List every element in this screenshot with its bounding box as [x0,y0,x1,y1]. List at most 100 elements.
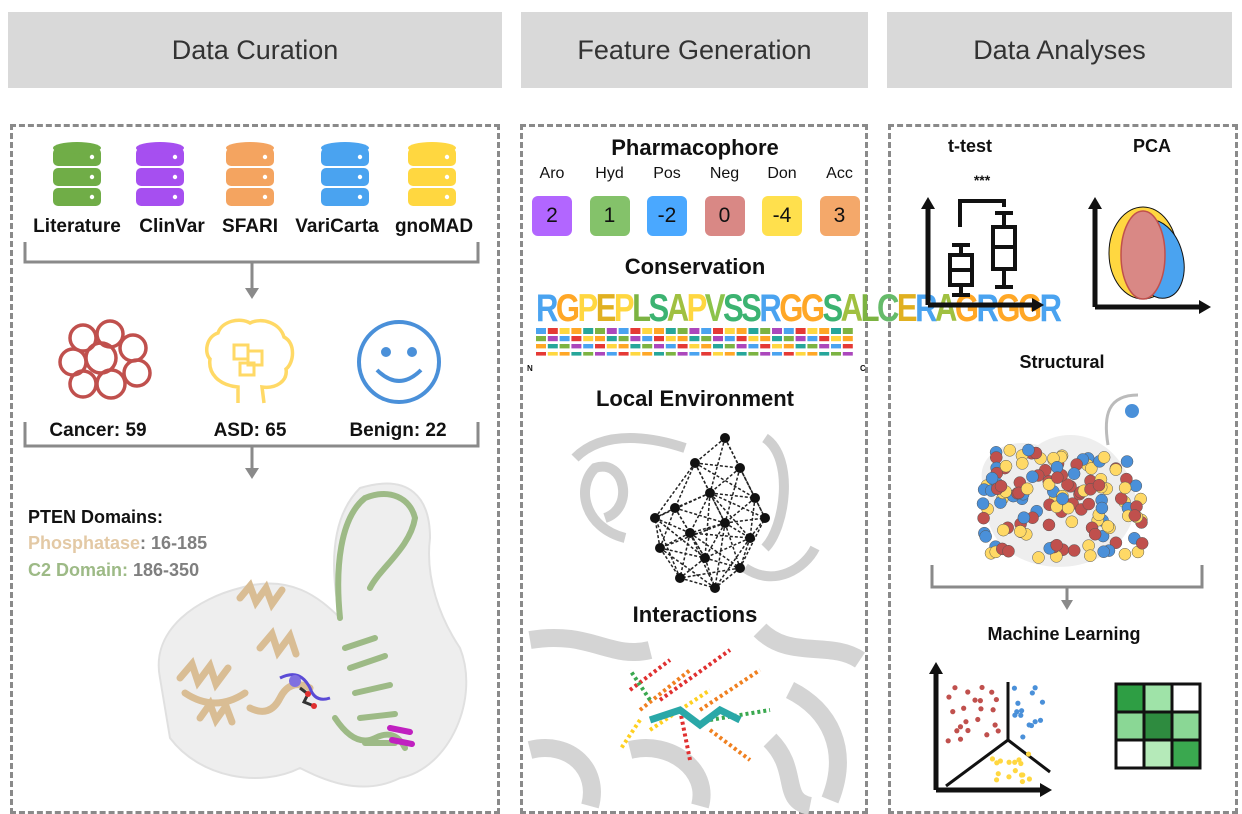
logo-stack-mark [654,344,664,349]
logo-stack-mark [760,344,771,349]
scatter-point-red [978,706,984,712]
network-edge [704,522,726,559]
scatter-point-blue [1032,719,1038,725]
atom-sphere [977,511,990,525]
scatter-point-red [977,698,983,704]
network-edge [689,532,741,569]
logo-residue-20: R [915,286,937,330]
atom-sphere [1109,463,1123,476]
logo-stack-mark [536,328,546,334]
scatter-point-blue [1029,690,1035,696]
scatter-point-blue [1020,734,1026,740]
db-label-literature: Literature [33,216,121,237]
database-icon-1 [136,142,184,206]
network-node [710,583,720,593]
logo-stack-mark [677,336,688,342]
logo-stack-mark [595,336,605,342]
logo-stack-mark [842,336,853,342]
network-edge [659,547,716,589]
atom-sphere [1097,451,1111,464]
network-edge [714,567,741,589]
scatter-point-yellow [1012,759,1018,765]
network-node [720,518,730,528]
scatter-point-red [957,736,964,742]
logo-stack-mark [772,328,782,334]
network-edge [709,492,726,524]
heatmap-cell [1142,738,1174,770]
logo-residue-2: P [577,286,599,330]
logo-residue-0: R [536,286,558,330]
logo-stack-mark [807,336,818,342]
scatter-point-yellow [1016,757,1022,763]
logo-stack-mark [547,328,558,334]
scatter-point-blue [1039,699,1046,705]
logo-stack-mark [618,344,629,349]
pten-structure-image [157,482,468,788]
logo-stack-mark [795,328,806,334]
network-node [670,503,680,513]
scatter-point-red [975,716,981,723]
heatmap-cell [1114,738,1146,770]
atom-sphere [1118,548,1132,561]
logo-stack-mark [665,344,676,349]
logo-stack-mark [677,352,688,356]
network-edge [679,557,706,579]
logo-stack-mark [807,328,818,334]
atom-sphere [1118,481,1132,495]
network-node [705,488,715,498]
network-edge [754,497,766,519]
db-label-varicarta: VariCarta [295,216,379,237]
logo-stack-mark [819,352,830,356]
logo-stack-mark [689,344,700,349]
network-node [750,493,760,503]
logo-stack-mark [701,328,712,334]
logo-residue-11: S [741,286,762,330]
logo-stack-mark [713,328,723,334]
logo-stack-mark [772,336,782,342]
atom-sphere [1082,497,1095,511]
logo-stack-mark [595,328,605,334]
logo-stack-mark [713,344,723,349]
heatmap-cell [1114,710,1146,742]
network-edge [654,517,706,559]
atom-sphere [1084,549,1097,562]
logo-residue-14: G [800,286,825,330]
network-edge [659,507,676,549]
logo-stack-mark [583,336,594,342]
atom-sphere [994,479,1008,493]
logo-stack-mark [713,336,723,342]
atom-sphere [1095,501,1109,515]
atom-sphere [1017,511,1031,524]
sequence-logo-lower [536,328,853,356]
network-edge [659,522,726,549]
logo-stack-mark [630,352,641,356]
class-label-asd: ASD: 65 [213,420,287,441]
database-icon-3 [321,142,369,206]
logo-stack-mark [665,328,676,334]
logo-stack-mark [795,336,806,342]
logo-stack-mark [772,352,782,356]
logo-residue-23: R [976,286,998,330]
pharmacophore-label-don: Don [767,165,797,182]
logo-stack-mark [689,336,700,342]
network-edge [709,492,756,499]
atom-sphere [1125,404,1139,418]
heatmap-cell [1142,710,1174,742]
logo-stack-mark [689,352,700,356]
logo-stack-mark [547,336,558,342]
logo-stack-mark [748,344,759,349]
network-node [655,543,665,553]
logo-stack-mark [842,352,853,356]
heatmap-cell [1170,738,1202,770]
logo-n-terminus: N [527,364,533,373]
logo-stack-mark [583,328,594,334]
atom-sphere [976,497,990,510]
merge-bracket-analyses [930,565,1204,610]
network-edge [654,492,711,519]
logo-stack-mark [724,344,735,349]
network-edge [704,557,741,569]
atom-sphere [1128,509,1142,522]
sequence-logo: RGPEPLSAPVSSRGGSALCERAGRGGR [536,286,1062,331]
header-data-analyses: Data Analyses [887,12,1232,88]
atom-sphere [1065,515,1079,529]
